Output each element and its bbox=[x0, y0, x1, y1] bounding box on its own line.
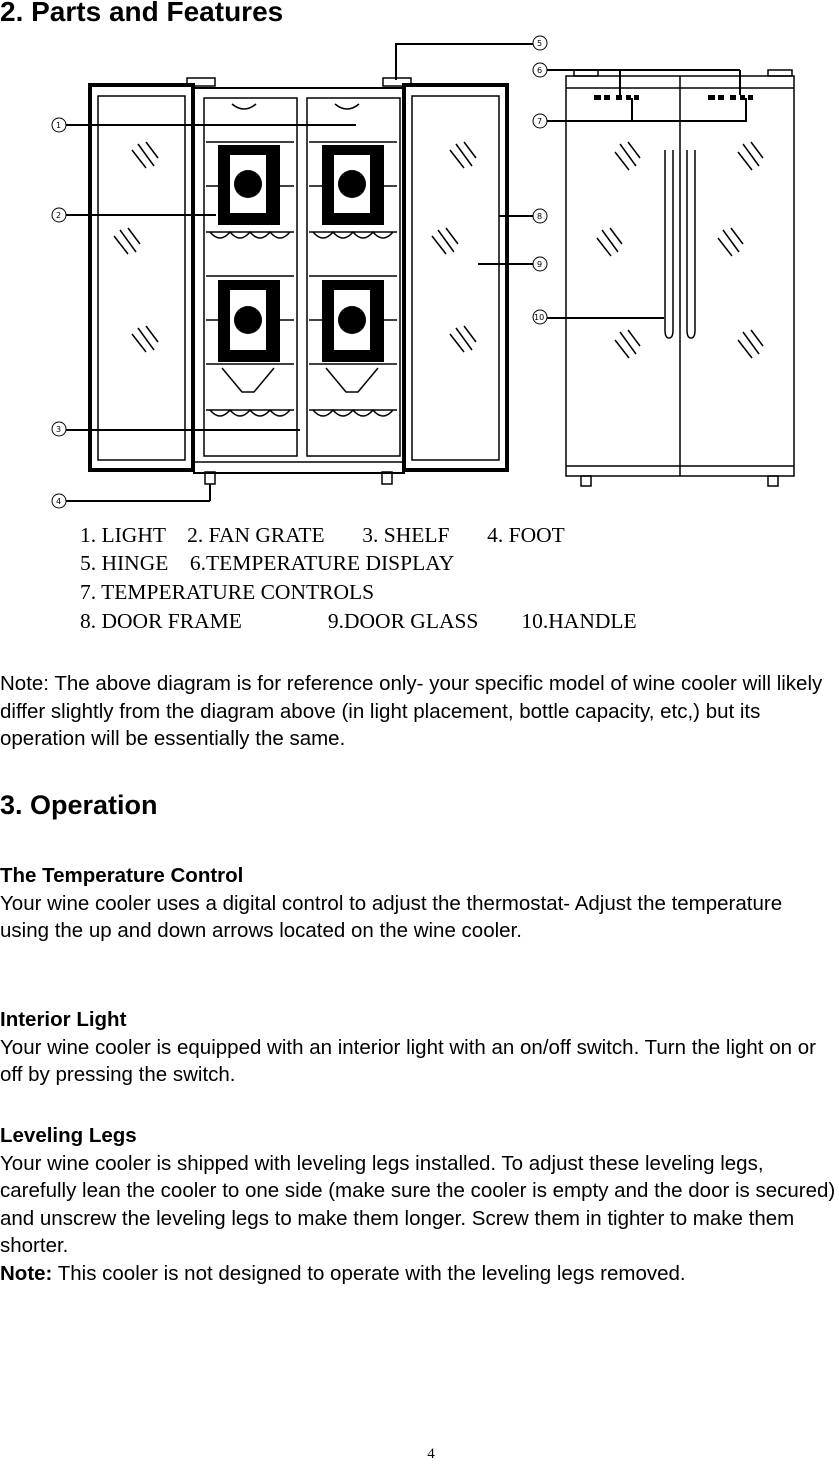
legend-line-3: 7. TEMPERATURE CONTROLS bbox=[80, 580, 375, 604]
callout-markers: 1 2 3 4 5 6 7 8 9 10 bbox=[51, 35, 548, 509]
callout-8: 8 bbox=[537, 212, 542, 221]
note-label: Note: bbox=[0, 1261, 53, 1285]
closed-cooler-drawing bbox=[565, 69, 795, 487]
callout-6: 6 bbox=[537, 66, 542, 75]
callout-5: 5 bbox=[537, 39, 542, 48]
callout-2: 2 bbox=[56, 211, 61, 220]
callout-7: 7 bbox=[537, 117, 542, 126]
callout-3: 3 bbox=[56, 425, 61, 434]
note-text: This cooler is not designed to operate w… bbox=[52, 1261, 686, 1285]
temperature-control-text: Your wine cooler uses a digital control … bbox=[0, 891, 783, 943]
open-cooler-drawing bbox=[88, 77, 509, 485]
callout-leader-lines bbox=[66, 43, 747, 502]
legend-line-4: 8. DOOR FRAME 9.DOOR GLASS 10.HANDLE bbox=[80, 609, 637, 633]
interior-light-section: Interior Light Your wine cooler is equip… bbox=[0, 1006, 839, 1089]
legend-line-1: 1. LIGHT 2. FAN GRATE 3. SHELF 4. FOOT bbox=[80, 523, 565, 547]
section-heading-parts-features: 2. Parts and Features bbox=[0, 0, 284, 27]
section-heading-operation: 3. Operation bbox=[0, 790, 158, 820]
leveling-legs-title: Leveling Legs bbox=[0, 1124, 137, 1147]
leveling-legs-section: Leveling Legs Your wine cooler is shippe… bbox=[0, 1122, 839, 1287]
page-number: 4 bbox=[427, 1446, 435, 1462]
interior-light-text: Your wine cooler is equipped with an int… bbox=[0, 1035, 816, 1087]
callout-4: 4 bbox=[56, 497, 61, 506]
callout-10: 10 bbox=[534, 313, 544, 322]
callout-9: 9 bbox=[537, 260, 542, 269]
temperature-control-section: The Temperature Control Your wine cooler… bbox=[0, 862, 839, 945]
interior-light-title: Interior Light bbox=[0, 1008, 127, 1031]
callout-1: 1 bbox=[56, 121, 61, 130]
diagram-note: Note: The above diagram is for reference… bbox=[0, 672, 823, 750]
wine-cooler-diagram: 1 2 3 4 5 6 7 8 9 10 bbox=[51, 35, 795, 509]
legend-line-2: 5. HINGE 6.TEMPERATURE DISPLAY bbox=[80, 551, 455, 575]
leveling-legs-note: Note: This cooler is not designed to ope… bbox=[0, 1260, 839, 1288]
temperature-control-title: The Temperature Control bbox=[0, 864, 244, 887]
leveling-legs-text: Your wine cooler is shipped with levelin… bbox=[0, 1151, 836, 1258]
